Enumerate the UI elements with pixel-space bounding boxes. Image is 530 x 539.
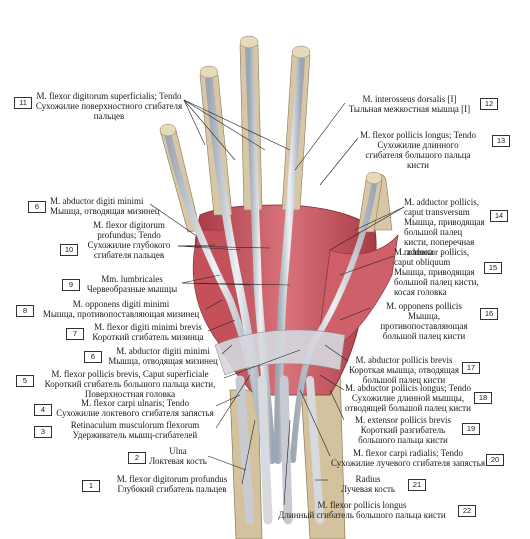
label-number: 7 [66, 328, 84, 340]
label-text: M. adductor pollicis, caput obliquum Мыш… [394, 247, 479, 297]
label-text: M. flexor carpi radialis; Tendo Сухожили… [331, 448, 485, 468]
leader-line [181, 274, 221, 284]
label-number: 10 [60, 244, 78, 256]
label-number: 19 [462, 423, 480, 435]
label-text: M. flexor pollicis longus Длинный сгибат… [278, 500, 446, 520]
label-text: M. adductor pollicis, caput transversum … [404, 197, 485, 257]
label-number: 21 [408, 479, 426, 491]
leader-line [319, 374, 345, 391]
label-text: Mm. lumbricales Червеобразные мышцы [86, 274, 178, 294]
leader-line [207, 319, 236, 332]
leader-line [215, 374, 251, 429]
leader-line [354, 206, 405, 231]
label-number: 15 [484, 262, 502, 274]
label-text: Retinaculum musculorum flexorum Удержива… [70, 420, 200, 440]
label-text: M. flexor digitorum superficialis; Tendo… [35, 91, 183, 121]
leader-line [283, 419, 291, 506]
leader-line [329, 206, 405, 251]
label-text: M. opponens pollicis Мышца, противопоста… [380, 301, 468, 341]
label-number: 9 [62, 279, 80, 291]
label-number: 16 [480, 308, 498, 320]
label-number: 5 [16, 375, 34, 387]
label-text: M. abductor digiti minimi Мышца, отводящ… [50, 196, 160, 216]
label-number: 6 [28, 201, 46, 213]
label-number: 11 [14, 97, 32, 109]
leader-line [177, 245, 271, 249]
leader-line [183, 99, 266, 151]
label-text: M. interosseus dorsalis [I] Тыльная межк… [348, 94, 471, 114]
leader-line [177, 245, 241, 251]
label-number: 14 [490, 210, 508, 222]
leader-line [223, 349, 301, 379]
label-text: Ulna Локтевая кость [149, 446, 207, 466]
label-text: M. flexor pollicis longus; Tendo Сухожил… [360, 130, 476, 170]
label-text: M. flexor digitorum profundus Глубокий с… [116, 474, 228, 494]
label-number: 4 [34, 404, 52, 416]
label-number: 13 [492, 135, 510, 147]
label-number: 3 [34, 426, 52, 438]
label-number: 2 [128, 452, 146, 464]
label-number: 22 [458, 505, 476, 517]
leader-line [324, 344, 349, 362]
leader-line [319, 137, 359, 186]
fingers [159, 44, 383, 233]
label-text: M. flexor digitorum profundus; Tendo Сух… [87, 220, 171, 260]
label-text: M. extensor pollicis brevis Короткий раз… [355, 415, 451, 445]
label-number: 20 [486, 454, 504, 466]
leader-line [205, 299, 223, 310]
leader-line [339, 307, 371, 321]
leader-line [181, 282, 291, 286]
label-text: M. abductor pollicis brevis Короткая мыш… [349, 355, 459, 385]
leader-line [294, 102, 346, 171]
label-number: 6 [84, 351, 102, 363]
fingertips [159, 35, 383, 185]
label-text: M. abductor digiti minimi Мышца, отводящ… [108, 346, 218, 366]
label-text: M. abductor pollicis longus; Tendo Сухож… [345, 383, 471, 413]
leader-line [183, 99, 236, 161]
label-number: 12 [480, 98, 498, 110]
leader-line [149, 203, 196, 236]
leader-line [183, 99, 291, 151]
leader-line [329, 389, 345, 421]
leader-lines [149, 99, 405, 506]
label-text: M. flexor pollicis brevis, Caput superfi… [44, 369, 216, 399]
label-number: 18 [474, 392, 492, 404]
leader-line [207, 455, 247, 471]
label-text: M. opponens digiti minimi Мышца, противо… [42, 299, 200, 319]
leader-line [221, 344, 233, 355]
leader-line [183, 99, 206, 146]
leader-line [177, 244, 216, 247]
leader-line [339, 255, 395, 276]
label-number: 17 [462, 362, 480, 374]
leader-line [241, 419, 256, 485]
label-number: 8 [16, 305, 34, 317]
label-text: M. flexor carpi ulnaris; Tendo Сухожилие… [56, 398, 214, 418]
label-text: Radius Лучевая кость [340, 474, 396, 494]
leader-line [299, 389, 331, 457]
label-text: M. flexor digiti minimi brevis Короткий … [92, 322, 204, 342]
flexor-retinaculum [214, 329, 346, 376]
label-number: 1 [82, 480, 100, 492]
